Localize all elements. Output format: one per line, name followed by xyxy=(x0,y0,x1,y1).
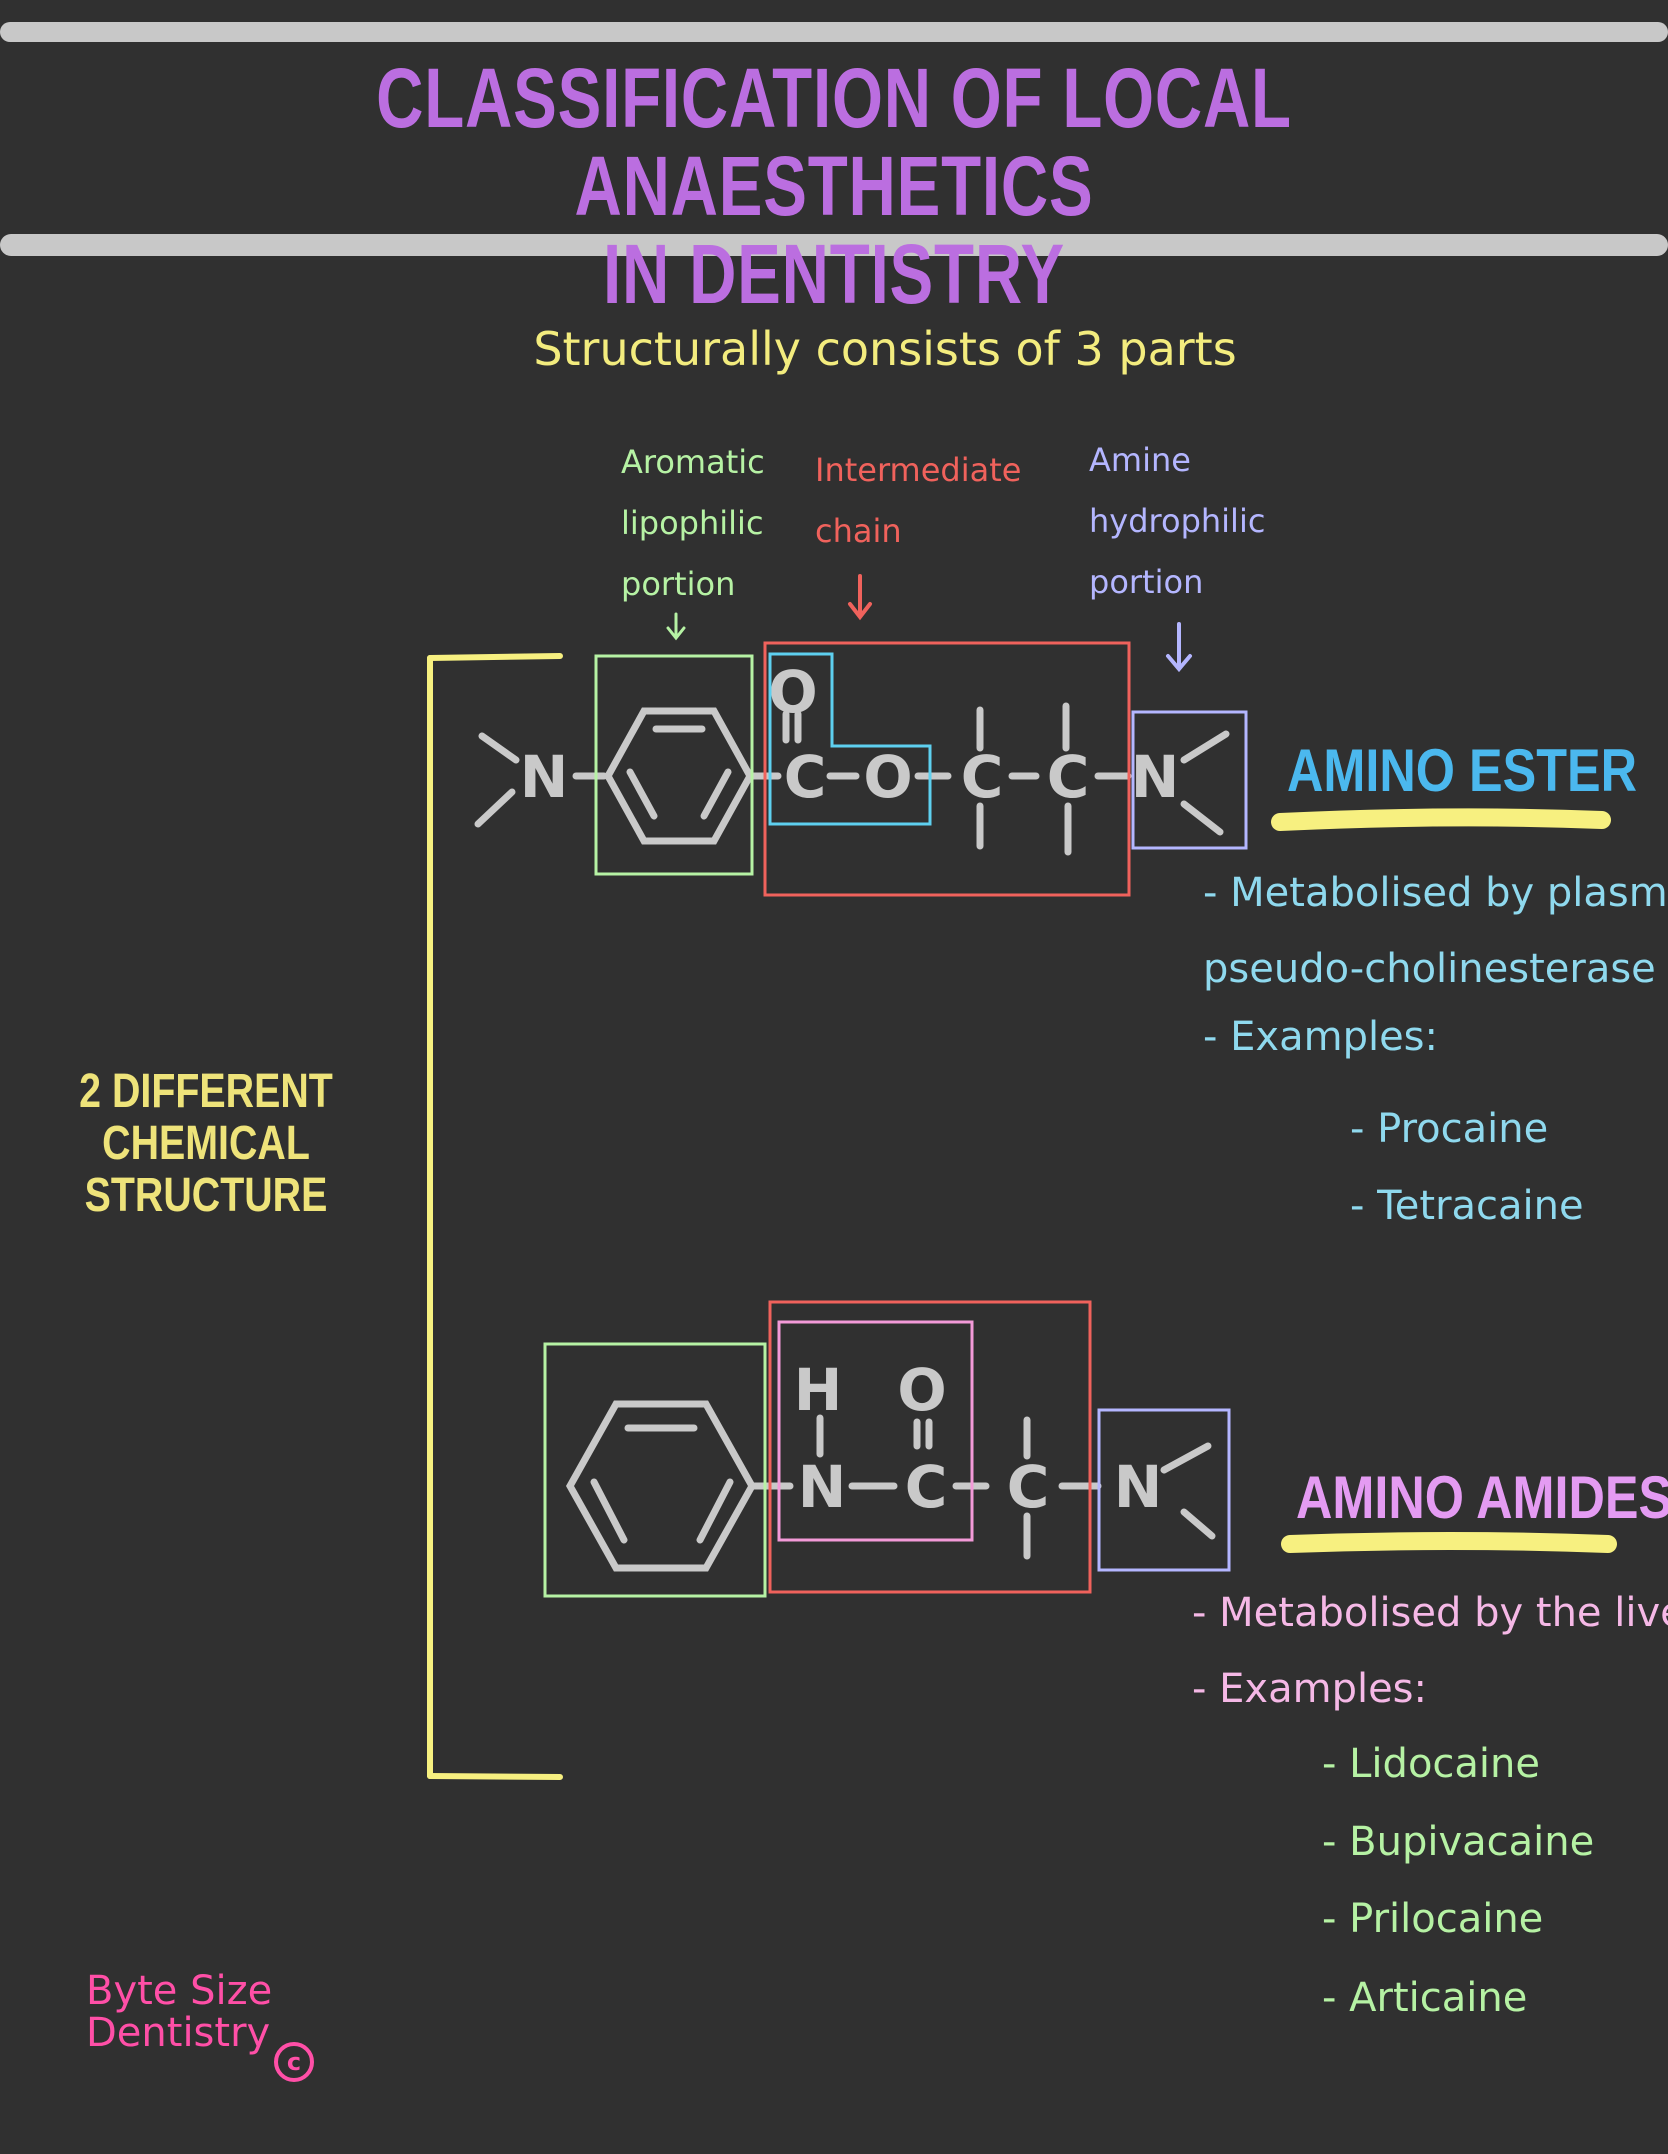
amide-examples-label: - Examples: xyxy=(1192,1666,1427,1712)
top-divider xyxy=(0,22,1668,42)
amine-label-line: hydrophilic xyxy=(1089,502,1266,540)
amide-atom-n-amine: N xyxy=(1114,1453,1163,1521)
ester-example-item: - Tetracaine xyxy=(1350,1183,1584,1229)
ester-atom-n-left: N xyxy=(520,743,569,811)
ester-atom-c-1: C xyxy=(961,743,1004,811)
page-title-line1: CLASSIFICATION OF LOCAL ANAESTHETICS xyxy=(376,51,1292,233)
amide-atom-o: O xyxy=(897,1356,946,1424)
amide-structure xyxy=(565,1400,1216,1572)
aromatic-label-line: portion xyxy=(621,565,736,603)
ester-metabolism-line1: - Metabolised by plasma xyxy=(1203,870,1668,916)
ester-atom-n-right: N xyxy=(1131,743,1180,811)
ester-title-underline xyxy=(1271,808,1611,831)
aromatic-label: Aromatic lipophilic portion xyxy=(621,432,765,615)
amide-example-item: - Articaine xyxy=(1322,1975,1528,2021)
brand-line2: Dentistry xyxy=(86,2010,271,2056)
ester-intermediate-box xyxy=(763,641,1131,897)
ester-title: AMINO ESTER xyxy=(1287,737,1638,804)
amine-arrow-icon xyxy=(1166,622,1192,673)
amide-title: AMINO AMIDES xyxy=(1296,1464,1668,1531)
copyright-icon: c xyxy=(274,2042,314,2082)
ester-structure xyxy=(474,702,1230,856)
ester-description: - Metabolised by plasma pseudo-cholinest… xyxy=(1203,855,1668,1067)
amide-example-item: - Prilocaine xyxy=(1322,1896,1544,1942)
amide-atom-n-amide: N xyxy=(798,1453,847,1521)
ester-atom-o-double: O xyxy=(768,658,817,726)
ester-amine-box xyxy=(1131,710,1248,850)
amide-amine-box xyxy=(1097,1408,1231,1572)
amide-example-item: - Lidocaine xyxy=(1322,1741,1540,1787)
intermediate-label: Intermediate chain xyxy=(815,440,1021,562)
brand-line1: Byte Size xyxy=(86,1968,273,2014)
subtitle: Structurally consists of 3 parts xyxy=(533,322,1237,376)
amide-intermediate-box xyxy=(768,1300,1092,1594)
bottom-divider xyxy=(0,234,1668,256)
page-title-line2: IN DENTISTRY xyxy=(603,227,1065,321)
ester-examples-label: - Examples: xyxy=(1203,1014,1438,1060)
header-dividers xyxy=(0,22,1668,256)
page-title: CLASSIFICATION OF LOCAL ANAESTHETICS IN … xyxy=(183,54,1484,318)
amine-label: Amine hydrophilic portion xyxy=(1089,430,1265,613)
ester-aromatic-box xyxy=(594,654,754,876)
ester-metabolism-line2: pseudo-cholinesterase xyxy=(1203,946,1656,992)
amide-title-underline xyxy=(1281,1532,1617,1553)
amide-example-item: - Bupivacaine xyxy=(1322,1819,1595,1865)
ester-atom-c-carbonyl: C xyxy=(784,743,827,811)
structure-group-label-line1: 2 DIFFERENT xyxy=(79,1065,333,1118)
amide-atom-c-carbonyl: C xyxy=(905,1453,948,1521)
amide-group-box xyxy=(777,1320,974,1542)
amide-aromatic-box xyxy=(543,1342,767,1598)
brand-logo: Byte Size Dentistry xyxy=(86,1970,272,2054)
aromatic-arrow-icon xyxy=(666,612,686,641)
structure-bracket xyxy=(427,653,563,1780)
structure-group-label-line2: CHEMICAL STRUCTURE xyxy=(84,1117,328,1222)
ester-carbonyl-box xyxy=(768,652,932,826)
intermediate-arrow-icon xyxy=(848,574,872,621)
intermediate-label-line: chain xyxy=(815,512,902,550)
ester-atom-c-2: C xyxy=(1047,743,1090,811)
aromatic-label-line: Aromatic xyxy=(621,443,765,481)
amine-label-line: Amine xyxy=(1089,441,1191,479)
ester-example-item: - Procaine xyxy=(1350,1106,1549,1152)
structure-group-label: 2 DIFFERENT CHEMICAL STRUCTURE xyxy=(37,1066,375,1222)
aromatic-label-line: lipophilic xyxy=(621,504,764,542)
ester-atom-o-ester: O xyxy=(863,743,912,811)
ester-atoms: N O C O C C N xyxy=(520,658,1180,811)
amide-atoms: H O N C C N xyxy=(794,1356,1163,1521)
amide-metabolism: - Metabolised by the liver xyxy=(1192,1590,1668,1636)
amine-label-line: portion xyxy=(1089,563,1204,601)
amide-atom-c-alpha: C xyxy=(1007,1453,1050,1521)
amide-atom-h: H xyxy=(794,1356,843,1424)
intermediate-label-line: Intermediate xyxy=(815,451,1022,489)
